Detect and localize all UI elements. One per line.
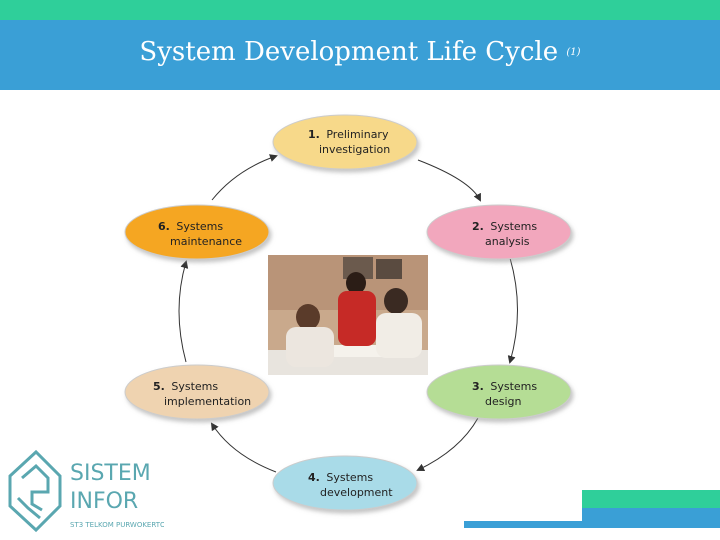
step-3-line2: design — [485, 395, 522, 408]
step-6-line1: Systems — [176, 220, 223, 233]
sistem-informasi-logo: SISTEM INFOR ST3 TELKOM PURWOKERTO — [8, 449, 164, 533]
step-3-line1: Systems — [490, 380, 537, 393]
step-5-line1: Systems — [171, 380, 218, 393]
footer-bar-blue — [582, 508, 720, 528]
svg-text:6. Systems: 6. Systems — [158, 220, 223, 233]
step-5-ellipse — [124, 364, 270, 420]
svg-text:5. Systems: 5. Systems — [153, 380, 218, 393]
team-meeting-photo — [268, 255, 428, 375]
arrow-3-to-4 — [416, 417, 479, 472]
step-6-node: 6. Systems maintenance — [124, 204, 270, 260]
step-1-node: 1. Preliminary investigation — [272, 114, 418, 170]
step-1-line1: Preliminary — [326, 128, 389, 141]
svg-text:4. Systems: 4. Systems — [308, 471, 373, 484]
logo-text-line1: SISTEM — [70, 461, 151, 486]
step-4-node: 4. Systems development — [272, 455, 418, 511]
step-2-line2: analysis — [485, 235, 530, 248]
arrow-4-to-5 — [210, 422, 277, 473]
step-4-number: 4. — [308, 471, 320, 484]
sdlc-cycle-diagram: 1. Preliminary investigation 2. Systems … — [124, 114, 572, 511]
logo-text-line2: INFOR — [70, 489, 138, 514]
step-3-node: 3. Systems design — [426, 364, 572, 420]
svg-text:1. Preliminary: 1. Preliminary — [308, 128, 389, 141]
step-5-number: 5. — [153, 380, 165, 393]
top-accent-stripe — [0, 0, 720, 20]
step-2-ellipse — [426, 204, 572, 260]
header-bar — [0, 20, 720, 90]
step-3-ellipse — [426, 364, 572, 420]
step-5-line2: implementation — [164, 395, 251, 408]
svg-text:2. Systems: 2. Systems — [472, 220, 537, 233]
logo-text-line3: ST3 TELKOM PURWOKERTO — [70, 521, 164, 529]
step-6-number: 6. — [158, 220, 170, 233]
svg-text:3. Systems: 3. Systems — [472, 380, 537, 393]
arrow-1-to-2 — [417, 159, 481, 202]
step-1-line2: investigation — [319, 143, 390, 156]
step-4-line1: Systems — [326, 471, 373, 484]
arrow-5-to-6 — [178, 260, 189, 363]
step-6-line2: maintenance — [170, 235, 242, 248]
step-1-number: 1. — [308, 128, 320, 141]
step-2-number: 2. — [472, 220, 484, 233]
step-2-line1: Systems — [490, 220, 537, 233]
slide-title: System Development Life Cycle (1) — [0, 32, 720, 73]
step-5-node: 5. Systems implementation — [124, 364, 270, 420]
step-3-number: 3. — [472, 380, 484, 393]
step-1-ellipse — [272, 114, 418, 170]
step-4-line2: development — [320, 486, 393, 499]
slide-title-suffix: (1) — [566, 47, 581, 58]
arrow-6-to-1 — [211, 154, 278, 201]
logo-mark-icon — [8, 449, 62, 533]
step-4-ellipse — [272, 455, 418, 511]
footer-bar-green — [582, 490, 720, 508]
arrow-2-to-3 — [507, 257, 518, 364]
step-6-ellipse — [124, 204, 270, 260]
slide-title-text: System Development Life Cycle — [139, 37, 559, 67]
step-2-node: 2. Systems analysis — [426, 204, 572, 260]
